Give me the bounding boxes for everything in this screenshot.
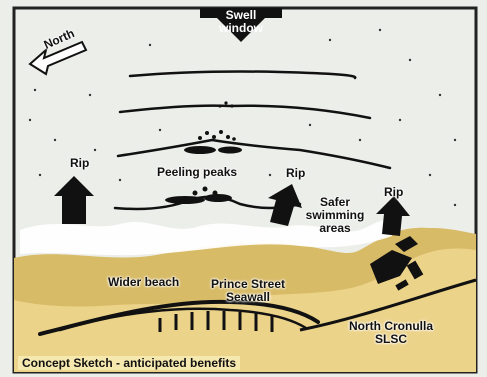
wider-beach-label: Wider beach — [108, 276, 179, 289]
caption: Concept Sketch - anticipated benefits — [18, 356, 240, 370]
rip-label-left: Rip — [70, 157, 89, 170]
rip-label-right: Rip — [384, 186, 403, 199]
peeling-peaks-label: Peeling peaks — [157, 166, 237, 179]
rip-label-middle: Rip — [286, 167, 305, 180]
